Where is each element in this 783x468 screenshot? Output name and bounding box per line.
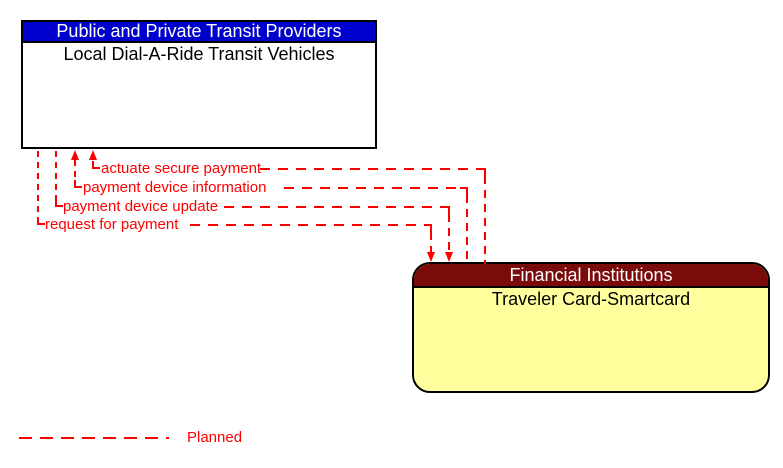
transit-box-header: Public and Private Transit Providers [23,22,375,43]
flow-line-segment [74,160,76,180]
flow-line-segment [224,206,442,208]
financial-box-title: Traveler Card-Smartcard [491,289,691,309]
flow-corner [442,206,450,214]
flow-label: actuate secure payment [101,160,262,177]
arrowhead-up-icon [71,150,79,160]
legend-planned-label: Planned [187,429,243,446]
transit-box: Public and Private Transit Providers Loc… [21,20,377,149]
financial-box-header: Financial Institutions [414,264,768,288]
flow-line-segment [448,214,450,252]
arrowhead-down-icon [427,252,435,262]
flow-line-segment [466,195,468,264]
flow-corner [55,199,63,207]
flow-line-segment [55,151,57,199]
flow-label: payment device information [83,179,267,196]
flow-label: payment device update [63,198,219,215]
flow-line-segment [260,168,478,170]
flow-corner [460,187,468,195]
flow-line-segment [190,224,424,226]
arrowhead-down-icon [445,252,453,262]
transit-box-title: Local Dial-A-Ride Transit Vehicles [63,44,335,64]
flow-corner [37,217,45,225]
financial-box: Financial Institutions Traveler Card-Sma… [412,262,770,393]
flow-corner [424,224,432,232]
legend-planned-line [19,437,169,439]
flow-label: request for payment [45,216,179,233]
flow-line-segment [284,187,460,189]
flow-corner [74,180,82,188]
arrowhead-up-icon [89,150,97,160]
flow-corner [478,168,486,176]
flow-line-segment [37,151,39,217]
flow-corner [92,161,100,169]
flow-line-segment [430,232,432,252]
flow-line-segment [484,176,486,264]
